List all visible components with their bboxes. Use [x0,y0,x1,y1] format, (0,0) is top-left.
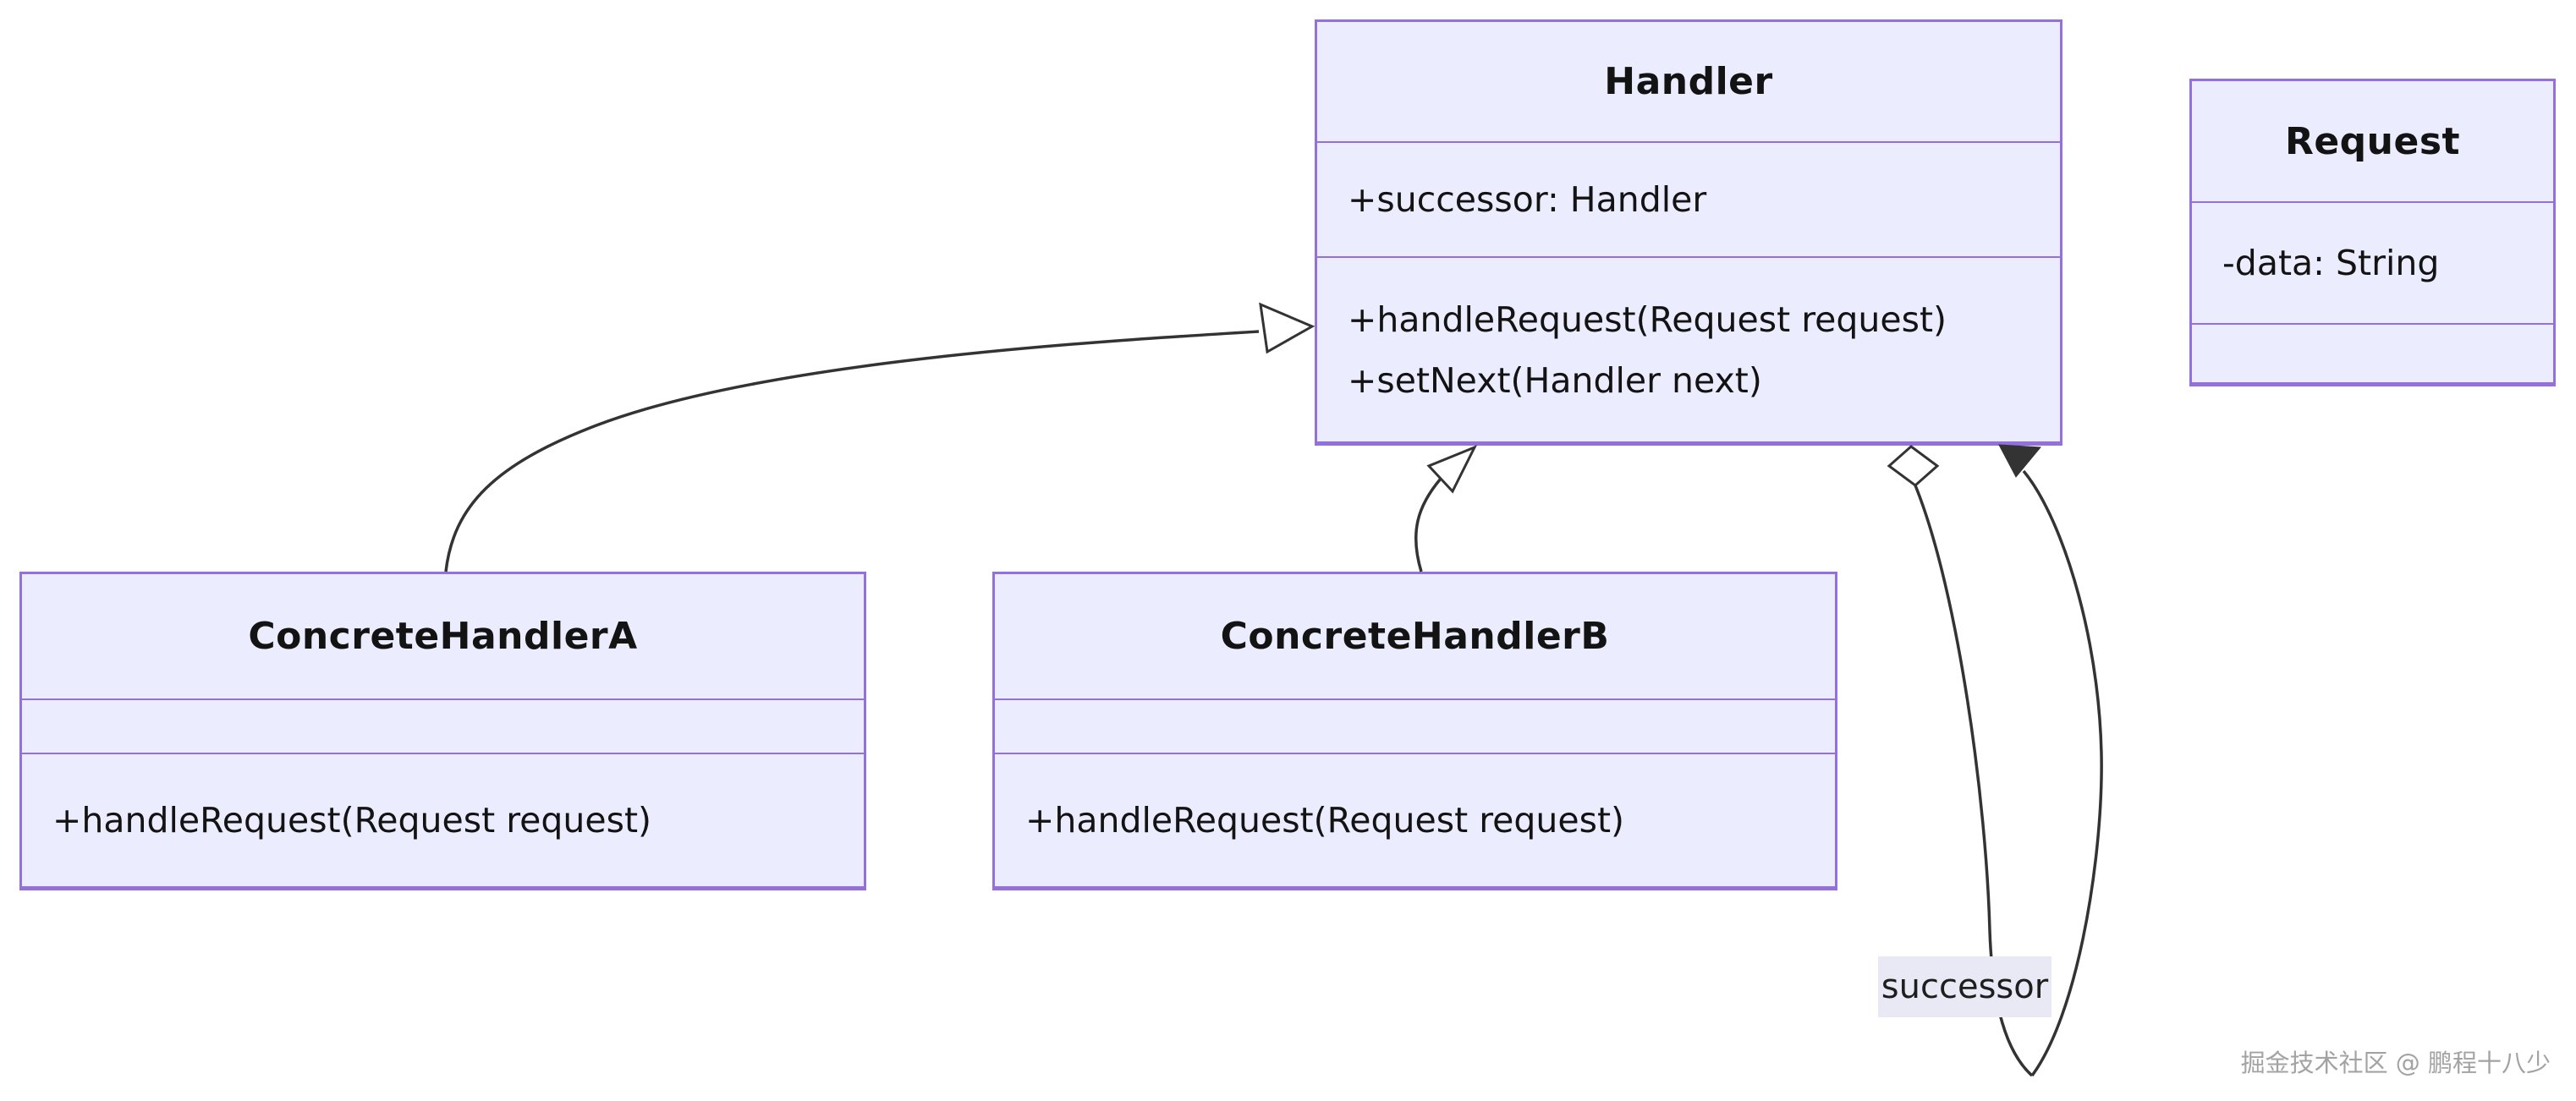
method-line: +handleRequest(Request request) [1025,800,1625,841]
association-arrowhead-icon [1998,444,2042,478]
inheritance-edge-a-to-handler [444,330,1260,572]
class-node-handler: Handler +successor: Handler +handleReque… [1315,19,2062,446]
attributes-compartment-empty [995,698,1835,753]
inheritance-edge-b-to-handler [1414,477,1442,572]
class-title: ConcreteHandlerA [248,615,638,658]
attributes-compartment-empty [22,698,864,753]
method-line: +handleRequest(Request request) [52,800,652,841]
class-title: Request [2284,119,2461,163]
methods-compartment-empty [2192,323,2553,382]
class-node-concrete-handler-b: ConcreteHandlerB +handleRequest(Request … [992,572,1837,890]
aggregation-diamond-icon [1887,445,1940,487]
edge-label-successor: successor [1878,956,2051,1017]
attribute-line: +successor: Handler [1348,179,1707,220]
class-node-concrete-handler-a: ConcreteHandlerA +handleRequest(Request … [19,572,866,890]
method-line: +setNext(Handler next) [1348,359,1762,401]
inheritance-triangle-icon [1426,445,1478,494]
watermark-text: 掘金技术社区 @ 鹏程十八少 [2240,1049,2551,1077]
class-node-request: Request -data: String [2189,79,2556,386]
class-title: Handler [1604,60,1773,103]
class-title: ConcreteHandlerB [1220,615,1610,658]
attribute-line: -data: String [2222,243,2440,283]
methods-compartment: +handleRequest(Request request) [22,753,864,886]
method-line: +handleRequest(Request request) [1348,299,1947,340]
methods-compartment: +handleRequest(Request request) +setNext… [1317,256,2060,441]
attributes-compartment: +successor: Handler [1317,141,2060,256]
attributes-compartment: -data: String [2192,201,2553,323]
inheritance-triangle-icon [1259,302,1315,354]
methods-compartment: +handleRequest(Request request) [995,753,1835,886]
